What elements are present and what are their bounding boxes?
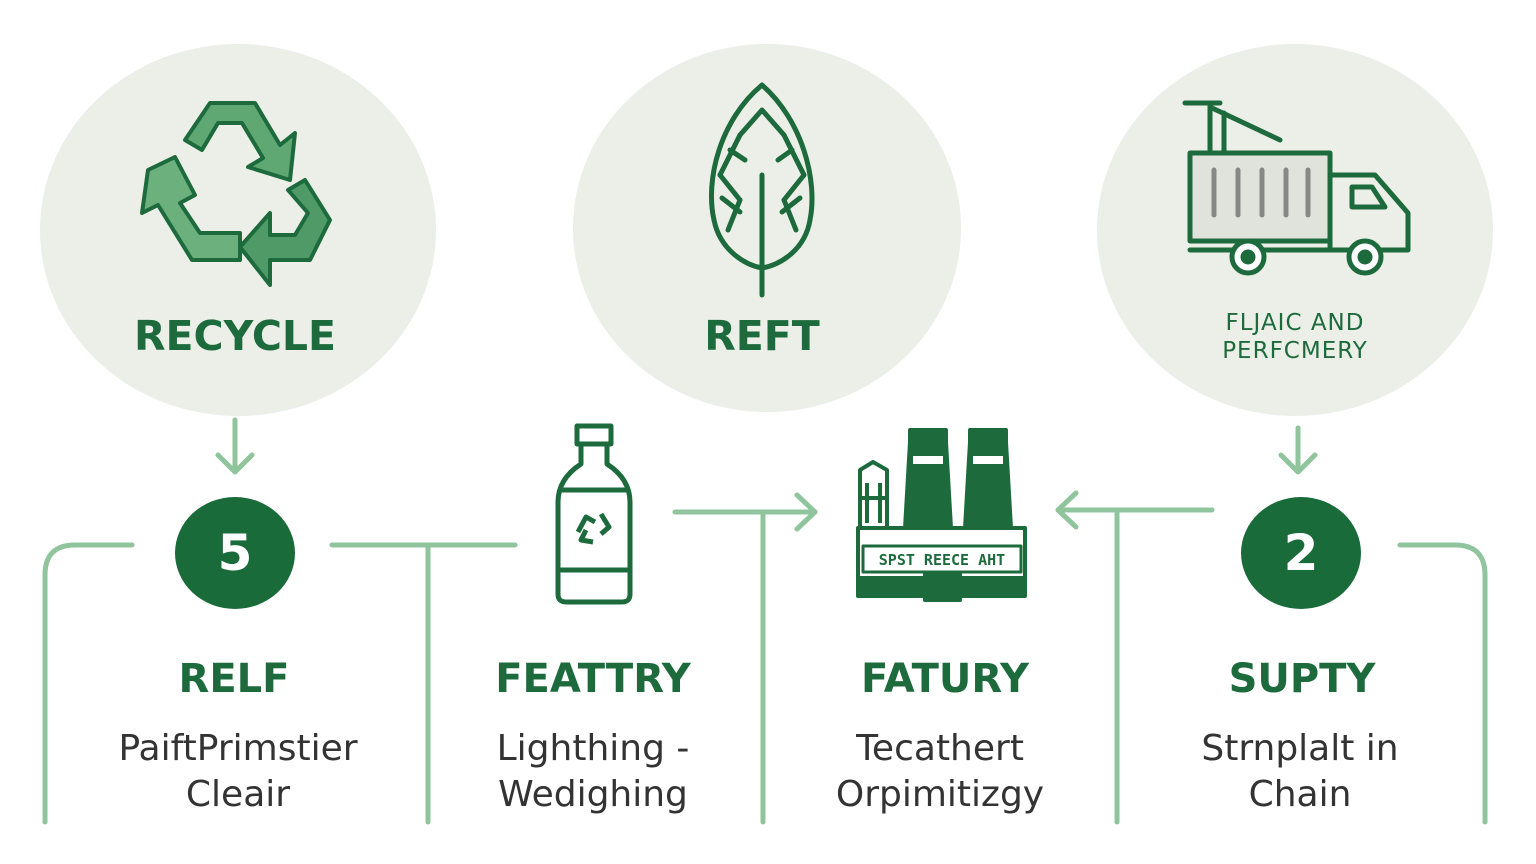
column-desc-3-line2: Orpimitizgy — [835, 774, 1045, 815]
column-desc-1: PaiftPrimstier Cleair — [78, 726, 398, 818]
step-badge-5: 5 — [175, 497, 295, 609]
step-badge-2: 2 — [1241, 497, 1361, 609]
column-desc-4-line1: Strnplalt in — [1201, 728, 1399, 769]
arrowhead-factory-left — [794, 492, 818, 532]
reft-label: REFT — [704, 312, 820, 360]
leaf-icon — [709, 82, 815, 298]
recycle-label: RECYCLE — [133, 312, 337, 360]
truck-icon — [1182, 100, 1411, 276]
factory-sign-text: SPST REECE AHT — [879, 551, 1005, 569]
arrowhead-truck — [1278, 452, 1318, 475]
truck-label-line1: FLJAIC AND — [1225, 310, 1365, 336]
column-title-2: FEATTRY — [495, 656, 691, 702]
bracket-left-outer — [42, 542, 135, 825]
column-desc-2: Lighthing - Wedighing — [433, 726, 753, 818]
column-desc-4-line2: Chain — [1248, 774, 1352, 815]
column-desc-1-line2: Cleair — [185, 774, 291, 815]
column-desc-4: Strnplalt in Chain — [1140, 726, 1460, 818]
column-desc-3-line1: Tecathert — [856, 728, 1024, 769]
column-title-3: FATURY — [861, 656, 1029, 702]
column-desc-2-line2: Wedighing — [498, 774, 688, 815]
column-desc-1-line1: PaiftPrimstier — [118, 728, 358, 769]
arrowhead-factory-right — [1055, 490, 1079, 530]
column-title-1: RELF — [178, 656, 290, 702]
arrowhead-recycle — [215, 452, 255, 475]
recycle-icon — [140, 101, 332, 287]
column-desc-2-line1: Lighthing - — [496, 728, 690, 769]
column-title-4: SUPTY — [1228, 656, 1376, 702]
truck-label-line2: PERFCMERY — [1222, 338, 1368, 364]
factory-icon: SPST REECE AHT — [856, 428, 1027, 602]
bottle-icon — [555, 423, 633, 605]
bracket-right-outer — [1397, 542, 1488, 825]
column-desc-3: Tecathert Orpimitizgy — [780, 726, 1100, 818]
reft-circle — [573, 44, 961, 412]
